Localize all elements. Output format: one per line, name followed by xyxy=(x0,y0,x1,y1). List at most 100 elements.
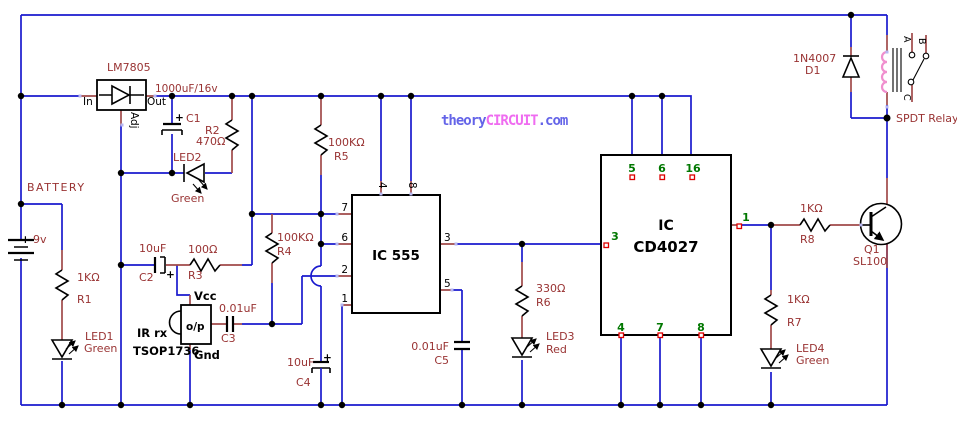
q1-collector xyxy=(870,206,887,218)
ic555-pin1: 1 xyxy=(341,293,348,305)
r6-ref: R6 xyxy=(536,296,551,309)
regulator-pin-in: In xyxy=(83,96,93,108)
ir-pin-vcc: Vcc xyxy=(194,289,217,303)
led1-arrow1 xyxy=(65,340,76,350)
resistor-r7: 1KΩ R7 xyxy=(763,293,810,329)
r7-ref: R7 xyxy=(787,316,802,329)
ir-label-line2: TSOP1736 xyxy=(133,344,199,358)
d1-ref: D1 xyxy=(805,64,820,77)
regulator-diode-triangle xyxy=(111,84,131,106)
led3-triangle xyxy=(510,337,534,357)
led2-arrow1 xyxy=(198,179,208,190)
watermark-part2: CIRCUIT xyxy=(486,113,539,129)
led2-arrow2 xyxy=(192,183,202,194)
r7-zigzag xyxy=(763,294,779,326)
ir-pin-op: o/p xyxy=(186,321,205,333)
r4-zigzag xyxy=(264,232,280,264)
led1-arrow2 xyxy=(68,345,79,355)
resistor-r2: R2 470Ω xyxy=(196,119,240,151)
c5-plates xyxy=(454,340,470,351)
relay-label: SPDT Relay xyxy=(896,112,957,125)
r3-value: 100Ω xyxy=(188,243,217,256)
cd4027-label-line1: IC xyxy=(658,218,673,234)
led4-ref: LED4 xyxy=(796,342,825,355)
resistor-r4: 100KΩ R4 xyxy=(264,231,314,264)
ic555-pin7: 7 xyxy=(341,202,348,214)
c3-plates xyxy=(225,316,235,332)
ir-receiver-tsop1736: o/p Vcc Gnd IR rx TSOP1736 xyxy=(133,289,220,362)
cd4027-pin8: 8 xyxy=(697,321,705,334)
relay-contact-b-label: B xyxy=(916,38,927,45)
cd4027-pin4: 4 xyxy=(617,321,625,334)
q1-ref: Q1 xyxy=(864,243,880,256)
led1-color: Green xyxy=(84,342,117,355)
ic555-pin2: 2 xyxy=(341,264,348,276)
resistor-r1: 1KΩ R1 xyxy=(54,269,100,306)
r4-value: 100KΩ xyxy=(277,231,314,244)
d1-part: 1N4007 xyxy=(793,52,836,65)
r1-ref: R1 xyxy=(77,293,92,306)
relay-coil xyxy=(880,50,888,94)
c5-ref: C5 xyxy=(434,354,449,367)
r2-zigzag xyxy=(224,119,240,151)
cd4027-body xyxy=(600,154,732,336)
diode-d1: 1N4007 D1 xyxy=(793,52,861,78)
led4-triangle xyxy=(759,348,783,368)
led1-ref: LED1 xyxy=(85,330,114,343)
c1-ref: C1 xyxy=(186,112,201,125)
component-leads xyxy=(61,33,927,350)
led4: LED4 Green xyxy=(759,342,829,369)
c4-ref: C4 xyxy=(296,376,311,389)
led4-arrow2 xyxy=(778,354,789,364)
r3-zigzag xyxy=(189,257,221,273)
r8-ref: R8 xyxy=(800,233,815,246)
c1-value: 1000uF/16v xyxy=(155,83,218,95)
led4-color: Green xyxy=(796,354,829,367)
r1-value: 1KΩ xyxy=(77,271,100,284)
resistor-r5: 100KΩ R5 xyxy=(313,124,365,163)
c4-plus: + xyxy=(323,352,332,364)
q1-part: SL100 xyxy=(853,255,887,268)
c4-value: 10uF xyxy=(287,356,314,369)
r3-ref: R3 xyxy=(188,269,203,282)
relay-contact-a-circle xyxy=(908,51,916,59)
led2: LED2 Green xyxy=(171,151,208,205)
ic555-pin3: 3 xyxy=(444,232,451,244)
cd4027-pin3: 3 xyxy=(611,230,619,243)
c2-ref: C2 xyxy=(139,271,154,284)
led3-arrow2 xyxy=(529,343,540,353)
relay-contact-a-label: A xyxy=(901,36,912,43)
c1-plus: + xyxy=(175,112,184,124)
c3-ref: C3 xyxy=(221,332,236,345)
led4-arrow1 xyxy=(775,349,786,359)
c3-value: 0.01uF xyxy=(219,302,257,315)
cd4027-pin5: 5 xyxy=(628,162,636,175)
r4-ref: R4 xyxy=(277,245,292,258)
cd4027-label-line2: CD4027 xyxy=(633,238,698,256)
d1-triangle xyxy=(841,55,861,78)
regulator-pin-adj: Adj xyxy=(128,112,140,129)
ic-555: IC 555 7 6 2 1 4 8 3 5 xyxy=(341,182,451,314)
r5-value: 100KΩ xyxy=(328,136,365,149)
voltage-regulator-lm7805: LM7805 In Out Adj xyxy=(83,61,166,129)
battery-plus: + xyxy=(21,234,30,246)
junction-dots xyxy=(17,11,891,409)
ir-receiver-body xyxy=(180,304,212,345)
output-stage-wires xyxy=(452,243,601,405)
r5-zigzag xyxy=(313,124,329,156)
relay-switch-arm xyxy=(912,58,925,81)
relay-transistor-wires xyxy=(850,15,888,268)
ir-lens-arc xyxy=(168,310,182,335)
c2-plus: + xyxy=(166,269,175,281)
r8-value: 1KΩ xyxy=(800,202,823,215)
led3-ref: LED3 xyxy=(546,330,575,343)
led2-color: Green xyxy=(171,192,204,205)
ic555-pin6: 6 xyxy=(341,232,348,244)
r6-value: 330Ω xyxy=(536,282,565,295)
frame-wires xyxy=(20,14,888,406)
capacitor-c4: 10uF C4 + xyxy=(287,352,332,389)
ir-label-line1: IR rx xyxy=(137,326,168,340)
regulator-pin-out: Out xyxy=(147,96,166,108)
c1-plate-bottom xyxy=(161,129,183,135)
